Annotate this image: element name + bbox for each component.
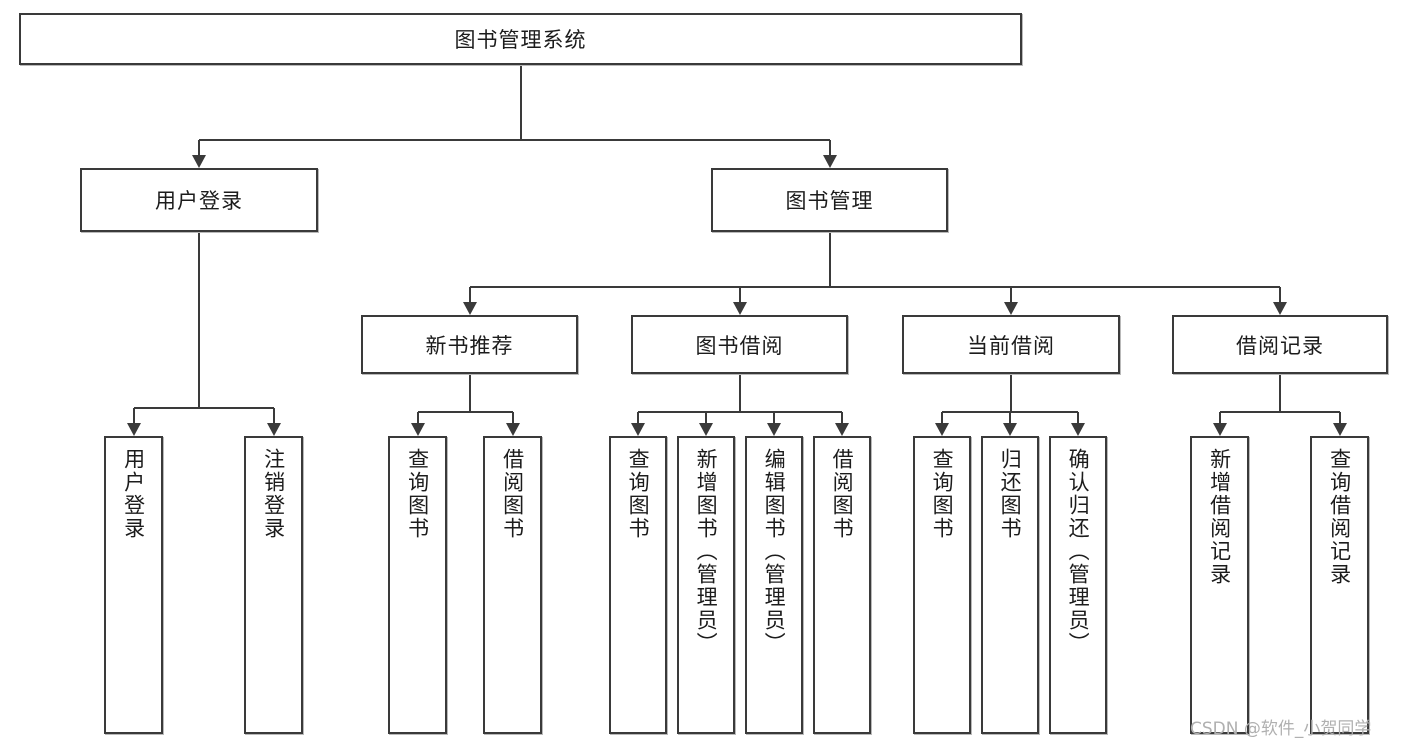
- connector-借阅记录-stem: [1279, 374, 1281, 412]
- node-label: 借阅图书: [500, 448, 525, 540]
- node-leaf-query-book-b[interactable]: 查询图书: [609, 436, 667, 734]
- node-leaf-confirm-return-admin[interactable]: 确认归还（管理员）: [1049, 436, 1107, 734]
- node-label: 借阅记录: [1236, 333, 1324, 358]
- node-leaf-return-book[interactable]: 归还图书: [981, 436, 1039, 734]
- node-label: 查询图书: [930, 448, 955, 540]
- connector-arrowhead: [192, 155, 206, 168]
- node-label: 归还图书: [998, 448, 1023, 540]
- node-label: 查询图书: [405, 448, 430, 540]
- connector-vertical: [1077, 412, 1079, 424]
- node-leaf-edit-book-admin[interactable]: 编辑图书（管理员）: [745, 436, 803, 734]
- connector-arrowhead: [126, 423, 141, 436]
- connector-arrowhead: [699, 423, 713, 436]
- node-leaf-query-borrow-record[interactable]: 查询借阅记录: [1310, 436, 1369, 734]
- node-label: 图书借阅: [695, 333, 784, 358]
- connector-arrowhead: [822, 155, 837, 168]
- connector-vertical: [637, 412, 639, 424]
- connector-arrowhead: [835, 423, 849, 436]
- connector-vertical: [828, 140, 831, 156]
- connector-借阅记录-bus: [1219, 411, 1340, 413]
- connector-arrowhead: [767, 423, 781, 436]
- connector-arrowhead: [631, 423, 645, 436]
- node-label: 新书推荐: [425, 333, 514, 358]
- connector-arrowhead: [505, 423, 520, 436]
- node-current-borrowing[interactable]: 当前借阅: [902, 315, 1120, 374]
- connector-arrowhead: [410, 423, 425, 436]
- connector-vertical: [773, 412, 775, 424]
- node-borrowing-records[interactable]: 借阅记录: [1172, 315, 1388, 374]
- node-label: 查询图书: [626, 448, 651, 540]
- connector-arrowhead: [1273, 302, 1287, 315]
- connector-vertical: [1338, 412, 1341, 424]
- node-label: 确认归还（管理员）: [1066, 448, 1091, 655]
- connector-bookmgmt-bus: [469, 286, 1280, 288]
- connector-arrowhead: [266, 423, 281, 436]
- connector-当前借阅-stem: [1010, 374, 1012, 412]
- connector-userlogin-stem: [198, 232, 200, 408]
- connector-新书推荐-bus: [417, 411, 513, 413]
- node-leaf-user-login[interactable]: 用户登录: [104, 436, 163, 734]
- connector-vertical: [1010, 287, 1012, 303]
- connector-arrowhead: [1071, 423, 1085, 436]
- node-label: 新增借阅记录: [1207, 448, 1232, 586]
- node-leaf-query-book-a[interactable]: 查询图书: [388, 436, 447, 734]
- connector-arrowhead: [1004, 302, 1018, 315]
- connector-vertical: [132, 408, 135, 424]
- connector-vertical: [841, 412, 843, 424]
- connector-vertical: [198, 140, 200, 156]
- node-label: 注销登录: [261, 448, 286, 540]
- node-book-borrowing[interactable]: 图书借阅: [631, 315, 848, 374]
- node-label: 用户登录: [121, 448, 146, 540]
- node-leaf-query-book-c[interactable]: 查询图书: [913, 436, 971, 734]
- connector-vertical: [1279, 287, 1281, 303]
- connector-vertical: [272, 408, 275, 424]
- node-label: 图书管理系统: [454, 28, 587, 52]
- node-leaf-add-book-admin[interactable]: 新增图书（管理员）: [677, 436, 735, 734]
- node-label: 新增图书（管理员）: [694, 448, 719, 655]
- node-leaf-borrow-book-b[interactable]: 借阅图书: [813, 436, 871, 734]
- node-label: 图书管理: [785, 189, 874, 213]
- node-label: 用户登录: [155, 189, 243, 213]
- connector-vertical: [416, 412, 419, 424]
- connector-arrowhead: [935, 423, 949, 436]
- node-leaf-borrow-book-a[interactable]: 借阅图书: [483, 436, 542, 734]
- connector-vertical: [511, 412, 514, 424]
- connector-arrowhead: [732, 302, 747, 315]
- connector-arrowhead: [1212, 423, 1227, 436]
- connector-root-stem: [519, 65, 522, 140]
- csdn-watermark: CSDN @软件_小贺同学: [1190, 719, 1372, 739]
- node-label: 借阅图书: [830, 448, 855, 540]
- node-new-book-recommendation[interactable]: 新书推荐: [361, 315, 578, 374]
- node-label: 编辑图书（管理员）: [762, 448, 787, 655]
- connector-arrowhead: [1003, 423, 1017, 436]
- connector-新书推荐-stem: [468, 374, 471, 412]
- node-leaf-add-borrow-record[interactable]: 新增借阅记录: [1190, 436, 1249, 734]
- node-book-management[interactable]: 图书管理: [711, 168, 948, 232]
- node-user-login[interactable]: 用户登录: [80, 168, 318, 232]
- node-root-system[interactable]: 图书管理系统: [19, 13, 1022, 65]
- connector-图书借阅-bus: [638, 411, 842, 413]
- connector-vertical: [941, 412, 943, 424]
- node-label: 查询借阅记录: [1327, 448, 1352, 586]
- connector-bookmgmt-stem: [828, 232, 831, 287]
- connector-vertical: [705, 412, 707, 424]
- connector-vertical: [738, 287, 741, 303]
- connector-图书借阅-stem: [738, 374, 741, 412]
- connector-arrowhead: [462, 302, 477, 315]
- connector-vertical: [1218, 412, 1221, 424]
- connector-root-bus: [199, 139, 830, 141]
- connector-vertical: [1009, 412, 1011, 424]
- node-leaf-logout[interactable]: 注销登录: [244, 436, 303, 734]
- connector-vertical: [468, 287, 471, 303]
- connector-userlogin-bus: [133, 407, 274, 409]
- connector-arrowhead: [1332, 423, 1347, 436]
- node-label: 当前借阅: [967, 333, 1055, 358]
